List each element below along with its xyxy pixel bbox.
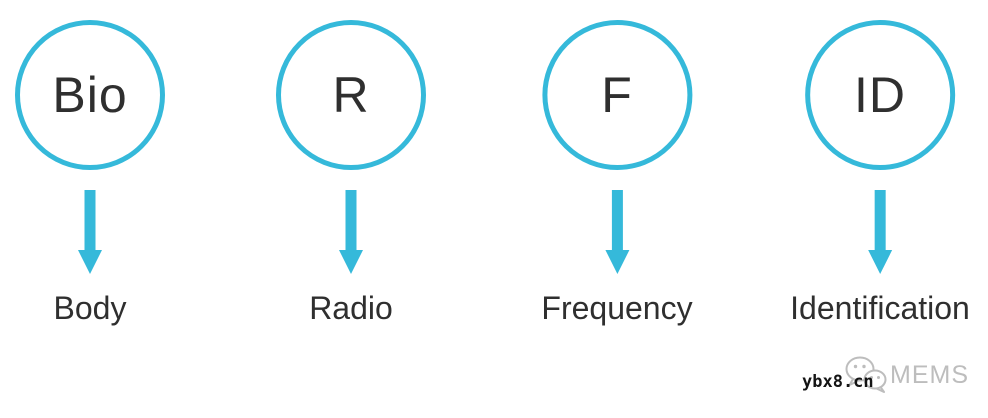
down-arrow-icon [604,190,630,274]
circle-letter: F [601,67,633,123]
circle-letter: ID [853,67,906,123]
acronym-column-id: ID Identification [790,0,970,326]
circle-letter: Bio [52,67,128,123]
acronym-column-r: R Radio [276,0,426,326]
watermark-site: ybx8.cn [802,372,874,392]
circle-badge-bio: Bio [15,20,165,170]
expansion-label: Body [53,290,127,326]
circle-badge-id: ID [804,20,955,170]
expansion-label: Radio [309,290,393,326]
down-arrow-icon [867,190,893,274]
watermark: MEMS ybx8.cn [788,348,988,418]
down-arrow-icon [77,190,103,274]
acronym-column-f: F Frequency [541,0,693,326]
expansion-label: Frequency [541,290,693,326]
acronym-column-bio: Bio Body [15,0,165,326]
circle-letter: R [332,67,370,123]
down-arrow-icon [338,190,364,274]
circle-badge-f: F [542,20,692,170]
circle-badge-r: R [276,20,426,170]
expansion-label: Identification [790,290,970,326]
wechat-icon [844,356,888,393]
watermark-brand: MEMS [890,361,969,389]
